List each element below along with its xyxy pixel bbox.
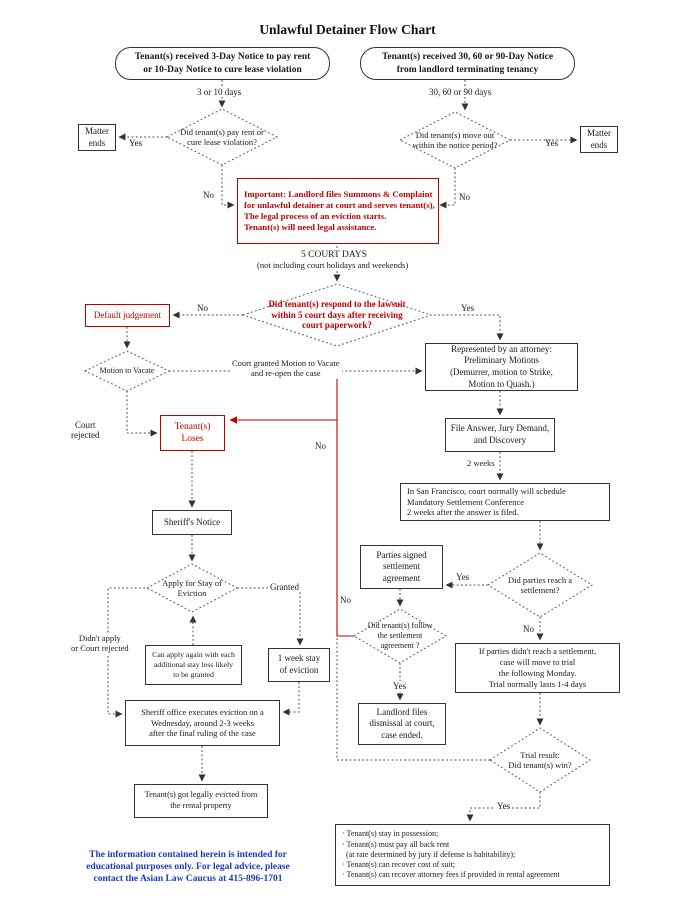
node-file-answer: File Answer, Jury Demand, and Discovery [445,418,555,452]
edge-label-yes-move: Yes [545,138,559,148]
edge-label-no-move: No [459,192,470,202]
node-no-settlement-trial: If parties didn't reach a settlement, ca… [455,643,620,693]
diamond-moved-out [398,111,512,169]
page-title: Unlawful Detainer Flow Chart [259,22,436,37]
node-evicted: Tenant(s) got legally evicted from the r… [134,784,268,818]
edge-label-days-30-60-90: 30, 60 or 90 days [427,87,494,98]
diamond-outlines [83,108,593,793]
node-sheriffs-notice: Sheriff's Notice [152,510,232,535]
red-connectors [229,371,354,637]
edge-label-two-weeks: 2 weeks [467,458,495,468]
edge-label-no-settlement: No [523,624,534,634]
node-notice-terminate: Tenant(s) received 30, 60 or 90-Day Noti… [360,47,575,80]
edge-label-no-center-lower: No [340,595,351,605]
diamond-motion-to-vacate [83,350,171,392]
node-tenant-wins-outcomes: · Tenant(s) stay in possession; · Tenant… [335,824,610,886]
node-default-judgement: Default judgement [85,304,170,327]
diamond-paid-or-cured [165,108,279,166]
decision-responded: Did tenant(s) respond to the lawsuit wit… [268,298,406,331]
edge-label-yes-trial: Yes [495,801,513,812]
disclaimer-text: The information contained herein is inte… [86,849,290,885]
decision-trial-result: Trial result: Did tenant(s) win? [508,749,572,770]
node-summons-important: Important: Landlord files Summons & Comp… [237,178,439,244]
decision-apply-stay: Apply for Stay of Eviction [162,577,222,598]
node-notice-cure: Tenant(s) received 3-Day Notice to pay r… [115,47,330,80]
edge-label-yes-respond: Yes [461,303,475,313]
diamond-trial-result [489,727,591,793]
edge-label-no-respond: No [197,303,208,313]
node-matter-ends-right: Matter ends [580,126,618,153]
decision-reach-settlement: Did parties reach a settlement? [508,574,572,595]
edge-label-yes-settlement: Yes [456,572,470,582]
edge-label-court-rejected: Court rejected [71,420,100,441]
edge-label-granted-motion: Court granted Motion to Vacate and re-op… [230,358,342,379]
diamond-responded [241,283,433,347]
decision-motion-to-vacate: Motion to Vacate [99,366,155,376]
node-dismissal: Landlord files dismissal at court, case … [358,703,446,745]
diamond-follow-settlement [353,608,447,664]
node-matter-ends-left: Matter ends [78,124,116,151]
node-tenant-loses: Tenant(s) Loses [160,415,225,451]
decision-paid-or-cured: Did tenant(s) pay rent or cure lease vio… [180,126,264,147]
decision-follow-settlement: Did tenant(s) follow the settlement agre… [367,621,433,650]
dotted-connectors [107,80,578,822]
edge-label-no-pay: No [203,190,214,200]
node-one-week-stay: 1 week stay of eviction [268,648,330,682]
edge-label-yes-follow: Yes [391,681,409,692]
node-can-apply-again: Can apply again with each additional sta… [145,645,242,685]
node-attorney-motions: Represented by an attorney: Preliminary … [425,343,578,391]
edge-label-yes-pay: Yes [129,138,143,148]
node-sf-conference: In San Francisco, court normally will sc… [400,483,610,521]
edge-label-court-days: 5 COURT DAYS [299,250,369,261]
node-sheriff-executes: Sheriff office executes eviction on a We… [125,700,280,746]
edge-label-no-center-upper: No [315,441,326,451]
node-parties-signed: Parties signed settlement agreement [360,545,443,589]
decision-moved-out: Did tenant(s) move out within the notice… [412,129,498,150]
edge-label-court-days-note: (not including court holidays and weeken… [255,260,411,271]
edge-label-days-3-10: 3 or 10 days [195,87,244,98]
diamond-reach-settlement [487,552,593,618]
diamond-apply-stay [145,563,239,613]
edge-label-granted: Granted [268,582,301,593]
edge-label-didnt-apply: Didn't apply or Court rejected [69,633,131,654]
